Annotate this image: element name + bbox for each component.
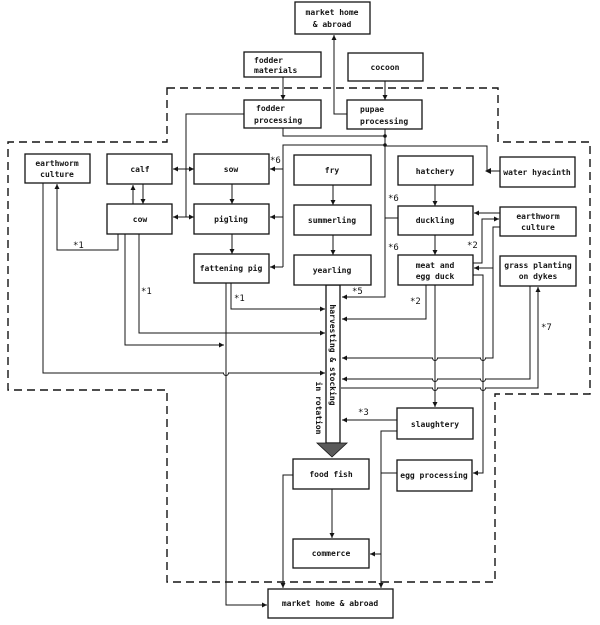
connector-fodder-to-feed-line: [282, 128, 385, 137]
harvesting-label: harvesting & stocking: [328, 304, 338, 405]
connector-cow-to-market-line: [124, 234, 224, 348]
node-label: egg duck: [416, 272, 455, 281]
connector-feed-line-to-pigs: [282, 144, 385, 267]
annotations: *1 *1 *1 *2 *2 *3 *5 *6 *6 *6 *7: [73, 156, 552, 418]
node-label: pigling: [214, 214, 248, 224]
arrowhead-icon: [485, 168, 491, 174]
node-label: meat and: [416, 261, 455, 270]
harvesting-sublabel: in rotation: [314, 382, 324, 435]
connector-feed-line-to-pond: [342, 129, 386, 300]
connector-fodder-to-livestock: [185, 113, 244, 217]
node-label: fattening pig: [200, 263, 263, 273]
node-label: fodder: [256, 104, 285, 113]
node-egg-processing: egg processing: [396, 459, 473, 492]
annotation-mark: *7: [541, 323, 552, 333]
node-label: cocoon: [371, 63, 400, 72]
node-label: on dykes: [519, 272, 558, 281]
node-label: slaughtery: [411, 420, 459, 429]
connector-water-hyacinth-to-feed-line: [385, 145, 500, 172]
node-label: & abroad: [313, 20, 352, 29]
node-commerce: commerce: [292, 538, 370, 569]
node-fodder-materials: fodder materials: [243, 51, 322, 78]
connector-fattening-pig-to-market: [225, 283, 267, 608]
connector-fattening-pig-to-pond: [230, 283, 325, 312]
connector-pupae-to-market: [331, 35, 347, 115]
node-label: materials: [254, 65, 298, 75]
connector-earthworm-to-pond-right: [342, 226, 500, 361]
node-label: commerce: [312, 549, 351, 558]
node-label: fodder: [254, 56, 283, 65]
annotation-mark: *5: [352, 287, 363, 297]
node-pupae-processing: pupae processing: [346, 99, 423, 130]
node-label: earthworm: [516, 212, 560, 221]
node-label: pupae: [360, 105, 384, 114]
node-slaughtery: slaughtery: [396, 407, 474, 440]
node-water-hyacinth: water hyacinth: [499, 156, 576, 188]
annotation-mark: *6: [270, 156, 281, 166]
node-summerling: summerling: [293, 204, 372, 236]
node-grass-planting: grass planting on dykes: [499, 255, 577, 287]
connectors: [42, 35, 541, 608]
node-label: food fish: [309, 469, 353, 479]
connector-duck-to-earthworm: [473, 216, 499, 264]
annotation-mark: *6: [388, 243, 399, 253]
node-label: sow: [224, 165, 239, 174]
node-label: market home & abroad: [282, 599, 379, 608]
node-label: fry: [325, 166, 340, 175]
node-cocoon: cocoon: [347, 52, 424, 82]
node-label: hatchery: [416, 167, 455, 176]
node-meat-egg-duck: meat and egg duck: [397, 254, 474, 286]
connector-duck-to-egg-processing: [473, 274, 484, 476]
node-label: processing: [360, 116, 408, 126]
annotation-mark: *1: [234, 294, 245, 304]
annotation-mark: *2: [467, 241, 478, 251]
node-label: duckling: [416, 215, 455, 225]
node-label: egg processing: [400, 470, 468, 480]
annotation-mark: *2: [410, 297, 421, 307]
node-earthworm-culture-right: earthworm culture: [499, 206, 577, 237]
connector-cow-to-pond: [138, 234, 325, 336]
node-fattening-pig: fattening pig: [193, 253, 270, 284]
node-pigling: pigling: [193, 203, 270, 235]
node-label: grass planting: [504, 260, 572, 270]
node-yearling: yearling: [293, 254, 372, 286]
node-calf: calf: [106, 153, 173, 185]
node-label: processing: [254, 115, 302, 125]
node-market-bottom: market home & abroad: [267, 588, 394, 619]
harvest-arrow-icon: [315, 442, 349, 458]
node-label: cow: [133, 215, 148, 224]
node-label: calf: [130, 165, 149, 174]
node-hatchery: hatchery: [397, 155, 474, 186]
annotation-mark: *6: [388, 194, 399, 204]
node-fry: fry: [293, 154, 372, 186]
node-earthworm-culture-left: earthworm culture: [24, 153, 91, 184]
node-label: culture: [40, 170, 74, 179]
node-cow: cow: [106, 203, 173, 235]
node-fodder-processing: fodder processing: [243, 99, 322, 129]
node-label: culture: [521, 223, 555, 232]
node-food-fish: food fish: [292, 458, 370, 490]
node-label: water hyacinth: [503, 167, 571, 177]
connector-food-fish-to-market: [280, 474, 293, 588]
connector-duck-to-pond: [342, 285, 427, 322]
node-duckling: duckling: [397, 205, 474, 236]
connector-slaughtery-to-market: [378, 430, 397, 588]
node-label: yearling: [313, 265, 352, 275]
connector-earthworm-to-pond: [42, 183, 325, 376]
node-label: summerling: [308, 215, 356, 225]
node-label: earthworm: [35, 159, 79, 168]
annotation-mark: *1: [141, 287, 152, 297]
annotation-mark: *1: [73, 241, 84, 251]
connector-pond-to-grass: [341, 287, 541, 391]
system-boundary: [7, 87, 591, 583]
annotation-mark: *3: [358, 408, 369, 418]
node-label: market home: [306, 8, 359, 17]
node-sow: sow: [193, 153, 270, 185]
connector-cow-to-earthworm: [54, 184, 119, 251]
connector-grass-to-pond: [342, 286, 531, 382]
node-market-top: market home & abroad: [294, 1, 371, 35]
